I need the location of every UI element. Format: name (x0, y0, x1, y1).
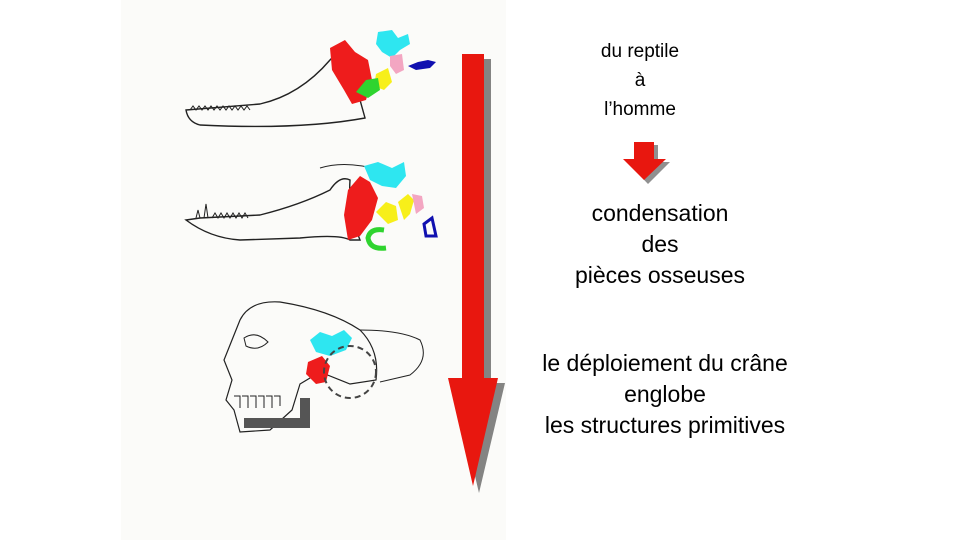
skull-red (306, 356, 330, 384)
reptile-blue (408, 60, 436, 70)
text-line: condensation (591, 200, 729, 226)
down-arrow-icon (448, 54, 505, 493)
intermediate-yellow-b (398, 194, 414, 220)
text-line: les structures primitives (544, 412, 786, 438)
intermediate-green (365, 227, 387, 251)
skull-back-line (359, 329, 424, 383)
reptile-teeth (189, 105, 251, 111)
text-line: des (641, 231, 679, 257)
skull-ear-circle (323, 345, 377, 399)
human-skull (223, 301, 424, 433)
text-line: pièces osseuses (574, 262, 746, 288)
intermediate-blue (422, 215, 438, 238)
reptile-jaw (185, 30, 436, 128)
illustration-panel (121, 0, 506, 540)
reptile-mandible-outline (185, 48, 366, 128)
text-line: du reptile (600, 41, 680, 62)
text-reptile-to-human: du reptile à l’homme (560, 37, 720, 124)
skull-teeth (234, 395, 281, 408)
skull-cyan (310, 330, 352, 356)
reptile-green (356, 78, 380, 98)
text-line: englobe (624, 381, 706, 407)
skull-mandible-l (244, 398, 310, 428)
reptile-quadrate-cyan (376, 30, 410, 58)
text-line: à (634, 70, 646, 91)
down-arrow-icon (623, 142, 670, 184)
intermediate-jaw (184, 162, 438, 251)
skull-orbit (243, 334, 269, 349)
text-condensation: condensation des pièces osseuses (540, 198, 780, 291)
reptile-pink (390, 54, 404, 74)
intermediate-articular-red (344, 176, 378, 240)
intermediate-yellow-a (376, 202, 398, 224)
intermediate-mandible-outline (184, 178, 362, 241)
intermediate-pink (412, 194, 424, 214)
text-line: le déploiement du crâne (542, 350, 788, 376)
text-cranial-expansion: le déploiement du crâne englobe les stru… (500, 348, 830, 441)
text-line: l’homme (604, 99, 676, 120)
intermediate-teeth (195, 203, 249, 219)
intermediate-cyan (364, 162, 406, 188)
